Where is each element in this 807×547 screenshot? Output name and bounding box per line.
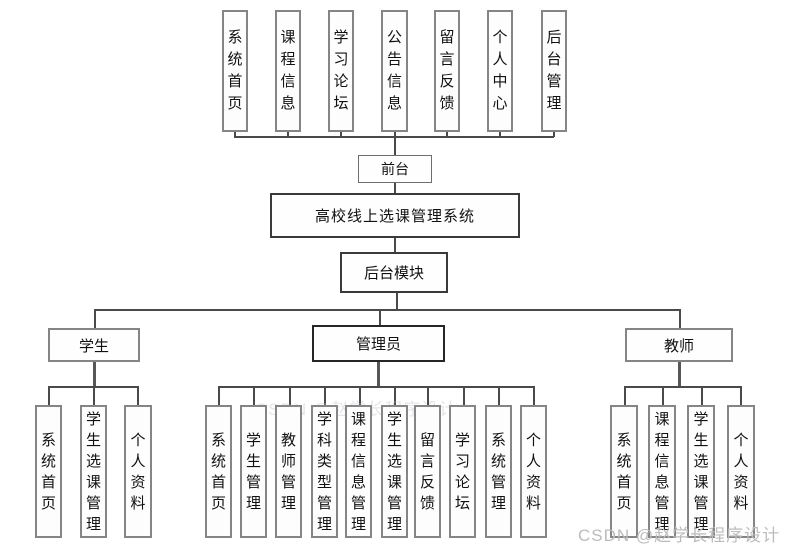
connector <box>553 131 555 137</box>
node-label: 后台管理 <box>546 29 562 112</box>
node-label: 留言反馈 <box>419 431 435 512</box>
node-label: 系统首页 <box>40 431 56 512</box>
node-label: 学生选课管理 <box>693 410 709 533</box>
node-label: 课程信息管理 <box>350 410 366 533</box>
node-front-module-announcement: 公告信息 <box>381 10 408 132</box>
leaf-admin-feedback: 留言反馈 <box>414 405 441 538</box>
connector <box>359 386 361 405</box>
node-label: 留言反馈 <box>439 29 455 112</box>
leaf-teacher-course-selection-mgmt: 学生选课管理 <box>687 405 715 538</box>
connector <box>740 386 742 405</box>
connector <box>234 131 236 137</box>
leaf-student-course-selection: 学生选课管理 <box>80 405 107 538</box>
leaf-student-profile: 个人资料 <box>124 405 152 538</box>
node-label: 学生 <box>78 337 109 355</box>
node-front-module-personal-center: 个人中心 <box>487 10 513 132</box>
connector <box>94 309 680 311</box>
node-front-module-course-info: 课程信息 <box>275 10 301 132</box>
connector <box>94 309 96 328</box>
node-label: 课程信息 <box>280 29 296 112</box>
connector <box>678 362 681 387</box>
node-branch-admin: 管理员 <box>312 325 445 362</box>
connector <box>48 386 50 405</box>
connector <box>340 131 342 137</box>
node-front-module-home: 系统首页 <box>222 10 248 132</box>
connector <box>93 362 96 387</box>
node-backend-module: 后台模块 <box>340 252 448 293</box>
leaf-admin-course-selection-mgmt: 学生选课管理 <box>381 405 408 538</box>
leaf-admin-subject-type-mgmt: 学科类型管理 <box>311 405 338 538</box>
connector <box>377 362 380 387</box>
node-label: 课程信息管理 <box>654 410 670 533</box>
connector <box>324 386 326 405</box>
node-label: 后台模块 <box>363 265 424 282</box>
leaf-admin-student-mgmt: 学生管理 <box>240 405 267 538</box>
connector <box>624 386 741 388</box>
connector <box>679 309 681 328</box>
node-frontend: 前台 <box>358 155 432 183</box>
node-label: 管理员 <box>355 336 401 353</box>
node-label: 个人资料 <box>130 431 146 512</box>
leaf-admin-forum: 学习论坛 <box>449 405 476 538</box>
connector <box>624 386 626 405</box>
node-label: 学生选课管理 <box>85 410 101 533</box>
connector <box>137 386 139 405</box>
leaf-admin-system-mgmt: 系统管理 <box>485 405 512 538</box>
node-label: 学习论坛 <box>454 431 470 512</box>
connector <box>446 131 448 137</box>
leaf-admin-teacher-mgmt: 教师管理 <box>275 405 302 538</box>
node-label: 学科类型管理 <box>316 410 332 533</box>
node-label: 个人中心 <box>492 29 508 112</box>
node-front-module-forum: 学习论坛 <box>328 10 354 132</box>
node-label: 前台 <box>381 161 409 177</box>
connector <box>662 386 664 405</box>
node-label: 教师 <box>663 337 694 355</box>
node-label: 系统管理 <box>490 431 506 512</box>
node-label: 个人资料 <box>733 431 749 512</box>
connector <box>533 386 535 405</box>
connector <box>93 386 95 405</box>
node-label: 学生管理 <box>245 431 261 512</box>
node-label: 学习论坛 <box>333 29 349 112</box>
connector <box>394 386 396 405</box>
node-front-module-feedback: 留言反馈 <box>434 10 460 132</box>
connector <box>499 131 501 137</box>
node-front-module-backstage: 后台管理 <box>541 10 567 132</box>
node-branch-student: 学生 <box>48 328 140 362</box>
node-label: 系统首页 <box>210 431 226 512</box>
connector <box>427 386 429 405</box>
connector <box>218 386 220 405</box>
connector <box>218 386 534 388</box>
connector <box>396 293 398 310</box>
connector <box>394 131 396 137</box>
leaf-student-home: 系统首页 <box>35 405 62 538</box>
node-label: 个人资料 <box>525 431 541 512</box>
node-root-system: 高校线上选课管理系统 <box>270 193 520 238</box>
connector <box>287 131 289 137</box>
watermark: CSDN @赵学长程序设计 <box>578 526 781 545</box>
connector <box>498 386 500 405</box>
leaf-teacher-course-info-mgmt: 课程信息管理 <box>648 405 676 538</box>
connector <box>394 183 396 193</box>
node-label: 教师管理 <box>280 431 296 512</box>
node-label: 高校线上选课管理系统 <box>314 208 475 225</box>
leaf-teacher-home: 系统首页 <box>610 405 638 538</box>
connector <box>379 309 381 325</box>
node-label: 系统首页 <box>616 431 632 512</box>
connector <box>253 386 255 405</box>
leaf-teacher-profile: 个人资料 <box>727 405 755 538</box>
connector <box>463 386 465 405</box>
connector <box>394 136 396 155</box>
leaf-admin-course-info-mgmt: 课程信息管理 <box>345 405 372 538</box>
leaf-admin-profile: 个人资料 <box>520 405 547 538</box>
node-label: 公告信息 <box>386 29 402 112</box>
node-label: 学生选课管理 <box>386 410 402 533</box>
connector <box>701 386 703 405</box>
connector <box>289 386 291 405</box>
node-branch-teacher: 教师 <box>625 328 733 362</box>
node-label: 系统首页 <box>227 29 243 112</box>
connector <box>394 238 396 252</box>
leaf-admin-home: 系统首页 <box>205 405 232 538</box>
